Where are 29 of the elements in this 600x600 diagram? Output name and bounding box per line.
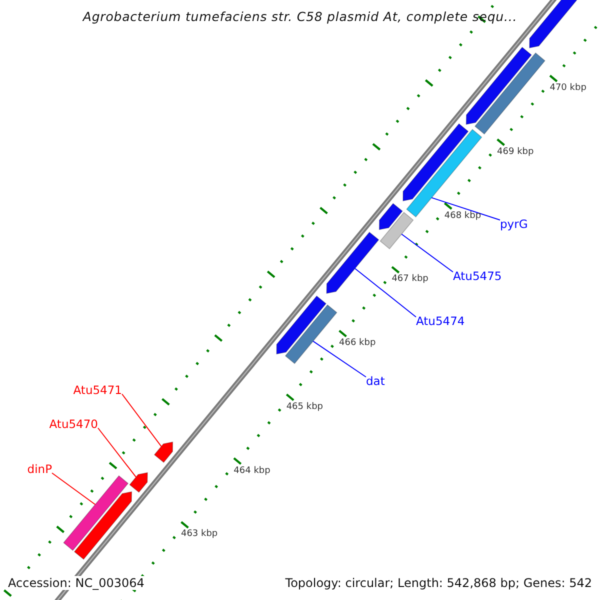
gene-block <box>326 232 380 294</box>
footer-text: Accession: NC_003064 <box>8 576 144 590</box>
gene-block <box>284 304 338 364</box>
scale-label: 470 kbp <box>550 83 586 94</box>
gene-label: Atu5475 <box>453 269 502 283</box>
scale-label: 465 kbp <box>286 402 324 412</box>
footer-text: Topology: circular; Length: 542,868 bp; Genes: 542 <box>285 576 592 590</box>
leader-line <box>98 428 136 478</box>
gene-block <box>154 442 174 463</box>
leader-line <box>354 268 416 318</box>
scale-label: 468 kbp <box>444 210 482 221</box>
gene-label: Atu5474 <box>416 314 465 328</box>
gene-label: dinP <box>27 462 52 476</box>
scale-label: 467 kbp <box>392 274 428 284</box>
leader-line <box>312 340 366 378</box>
leader-line <box>401 234 454 272</box>
gene-block <box>63 475 129 551</box>
scale-label: 469 kbp <box>497 146 534 157</box>
gene-label: dat <box>366 374 385 388</box>
gene-label: Atu5470 <box>49 417 98 431</box>
gene-label: Atu5471 <box>73 383 122 397</box>
leader-line <box>431 197 500 220</box>
gene-block <box>380 212 414 250</box>
scale-label: 464 kbp <box>234 466 270 476</box>
scale-label: 466 kbp <box>339 338 376 348</box>
leader-line <box>122 394 162 447</box>
gene-label: pyrG <box>500 217 528 231</box>
title: Agrobacterium tumefaciens str. C58 plasmid At, complete sequ... <box>81 9 518 24</box>
scale-label: 463 kbp <box>180 529 218 540</box>
